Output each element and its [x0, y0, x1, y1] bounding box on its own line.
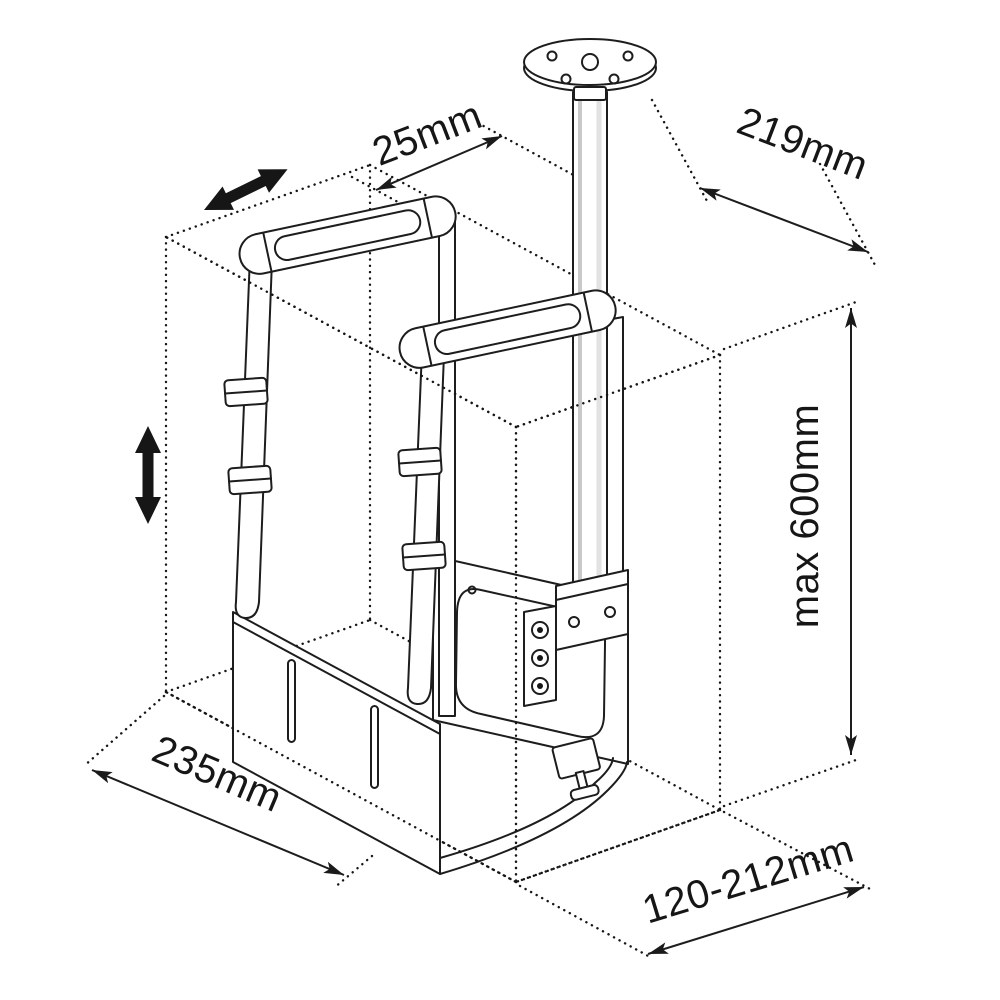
handle-grip: [273, 209, 422, 262]
plate-screw-hole: [622, 50, 634, 62]
strap-buckle: [227, 464, 273, 496]
right-strap: [397, 349, 447, 706]
dim-label-width-range: 120-212mm: [638, 827, 859, 933]
dimension-235mm: [82, 694, 374, 890]
strap-buckle: [397, 446, 443, 478]
diagonal-slide-arrow-icon: [204, 169, 288, 210]
bracket-screw: [568, 616, 580, 628]
base-tray: [232, 611, 628, 875]
pole-bracket: [555, 569, 629, 651]
plate-screw-hole: [560, 73, 572, 85]
wall-hole: [467, 585, 477, 595]
dim-label-strap-offset: 25mm: [367, 93, 488, 175]
left-handle: [238, 195, 457, 275]
strap-buckle: [401, 540, 447, 572]
dimension-max-600mm: [722, 300, 858, 808]
strap-buckle: [223, 376, 269, 408]
tray-slot: [287, 659, 296, 743]
dimension-219mm: [650, 98, 877, 267]
plate-center-hole: [581, 53, 599, 71]
dim-label-depth: 219mm: [731, 99, 874, 189]
dim-label-max-drop: max 600mm: [783, 404, 827, 629]
left-strap: [223, 255, 273, 620]
dimension-120-212mm: [518, 810, 874, 959]
ceiling-plate: [523, 38, 657, 101]
cpu-holder: [223, 195, 629, 875]
right-handle: [398, 289, 617, 369]
plate-screw-hole: [546, 50, 558, 62]
plate-screw-hole: [608, 73, 620, 85]
clamp: [551, 737, 601, 801]
knob-handle: [569, 784, 600, 801]
right-rail: [606, 316, 624, 613]
handle-grip: [433, 303, 582, 356]
tray-slot: [370, 705, 379, 789]
dotted-front-edges: [164, 235, 722, 884]
vertical-height-arrow-icon: [135, 426, 161, 524]
bracket-screw: [604, 606, 616, 618]
mounting-pole: [570, 91, 610, 617]
